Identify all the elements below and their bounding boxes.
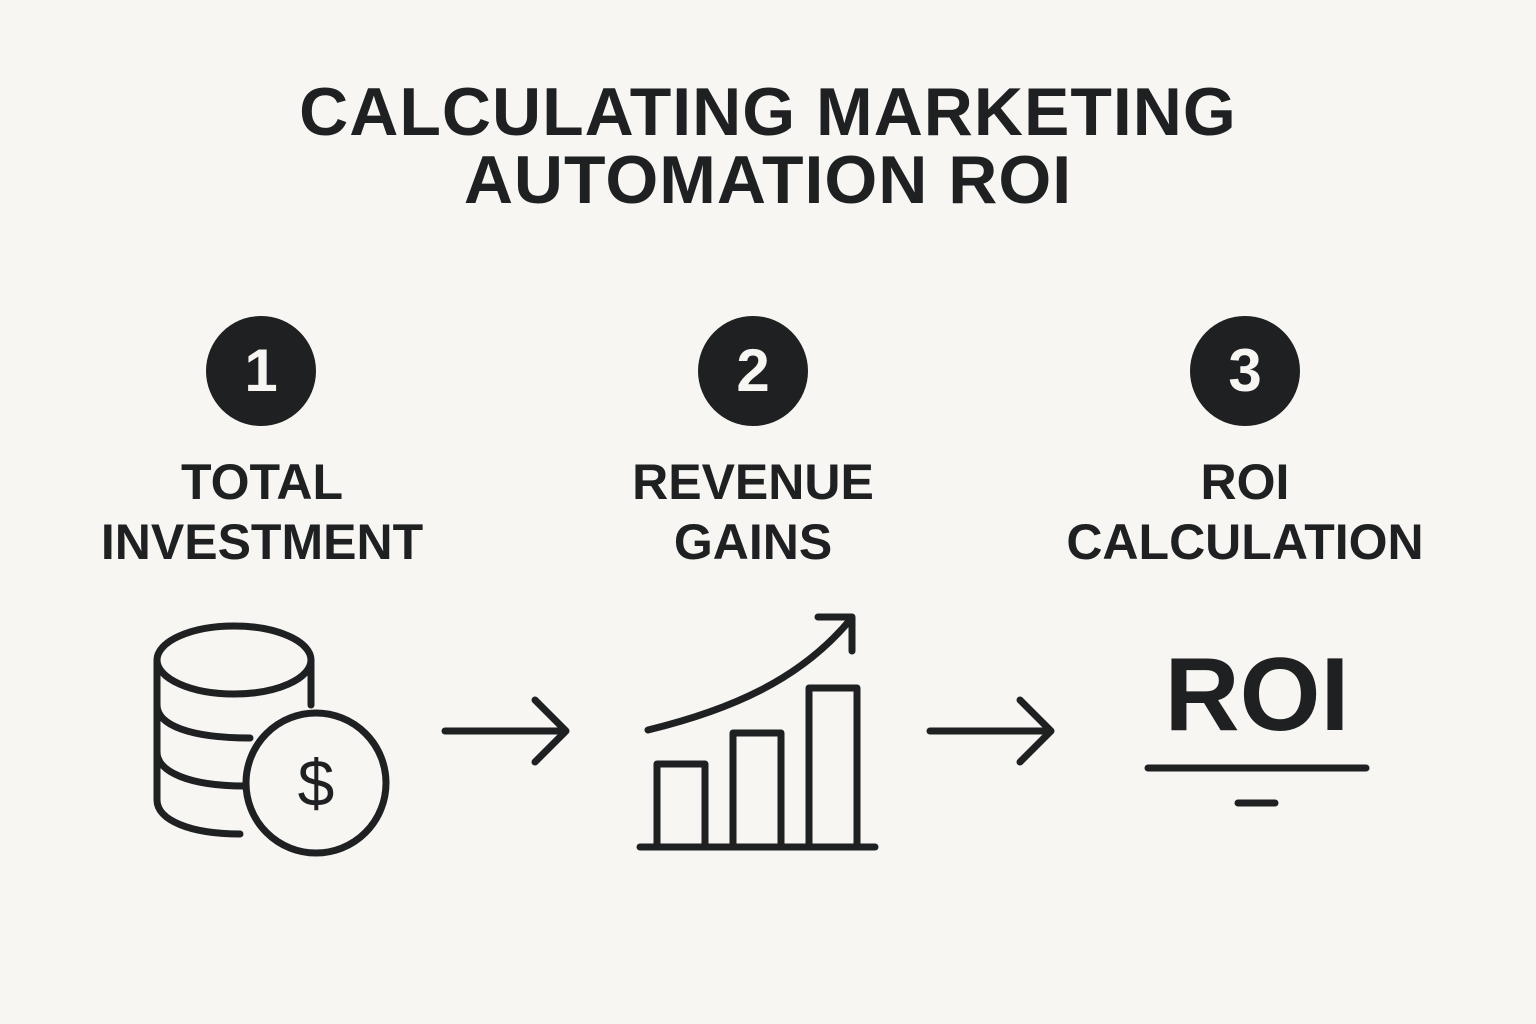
step-2-badge: 2	[698, 316, 808, 426]
dollar-icon: $	[298, 746, 335, 820]
label-line: TOTAL	[180, 454, 343, 510]
label-line: CALCULATION	[1066, 514, 1424, 570]
coins-stack-icon	[153, 622, 390, 857]
arrow-right-icon	[926, 696, 1055, 766]
step-1-badge: 1	[206, 316, 316, 426]
step-3-badge: 3	[1190, 316, 1300, 426]
title-line-2: AUTOMATION ROI	[463, 142, 1073, 218]
label-line: INVESTMENT	[100, 514, 424, 570]
title-line-1: CALCULATING MARKETING	[299, 74, 1237, 150]
growth-chart-icon	[636, 613, 879, 851]
label-line: ROI	[1200, 454, 1290, 510]
fraction-line	[1144, 764, 1370, 807]
label-line: GAINS	[673, 514, 833, 570]
page-title: CALCULATING MARKETING AUTOMATION ROI	[0, 78, 1536, 214]
roi-formula-text: ROI	[1164, 637, 1350, 753]
arrow-right-icon	[441, 696, 570, 766]
label-line: REVENUE	[632, 454, 874, 510]
